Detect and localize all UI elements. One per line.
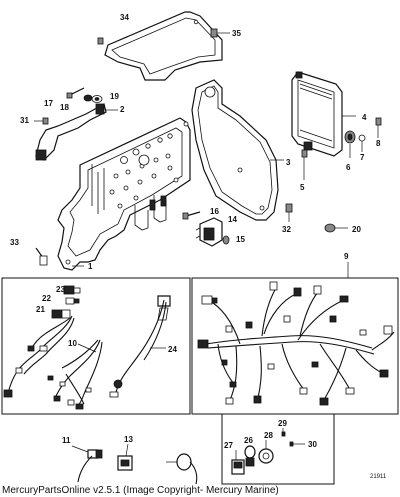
callout-26: 26 — [244, 436, 253, 445]
callout-10: 10 — [68, 339, 77, 348]
grommet-12 — [166, 453, 198, 485]
callout-22: 22 — [42, 294, 51, 303]
callout-35: 35 — [232, 29, 241, 38]
connector-22 — [65, 297, 80, 305]
callout-6: 6 — [346, 163, 351, 172]
callout-16: 16 — [210, 207, 219, 216]
bracket-34 — [104, 11, 223, 81]
screw-15 — [222, 235, 230, 245]
figure-reference: 21911 — [370, 474, 387, 480]
relay-14 — [195, 217, 223, 247]
harness-box-right — [191, 277, 399, 415]
screw-35 — [210, 28, 230, 38]
clip-29 — [281, 428, 286, 437]
harness-10 — [3, 315, 103, 410]
callout-7: 7 — [360, 153, 365, 162]
washer-18 — [83, 94, 93, 102]
relay-13 — [117, 443, 133, 471]
harness-24 — [109, 295, 171, 398]
pin-33 — [35, 247, 48, 266]
bracket-2 — [35, 103, 118, 161]
sensor-27 — [231, 450, 245, 475]
harness-box-left — [1, 277, 191, 415]
callout-5: 5 — [300, 183, 305, 192]
screw-34-left — [97, 37, 104, 45]
harness-9 — [197, 281, 395, 406]
callout-23: 23 — [56, 285, 65, 294]
callout-4: 4 — [362, 113, 367, 122]
callout-9: 9 — [344, 252, 349, 261]
module-4 — [291, 71, 356, 157]
callout-28: 28 — [264, 431, 273, 440]
sensor-26 — [244, 445, 256, 467]
callout-27: 27 — [224, 441, 233, 450]
callout-14: 14 — [228, 215, 237, 224]
sensor-box — [221, 413, 335, 485]
callout-29: 29 — [278, 419, 287, 428]
screw-30 — [289, 441, 305, 447]
callout-21: 21 — [36, 305, 45, 314]
screw-31 — [34, 117, 49, 125]
screw-32 — [285, 203, 293, 222]
mounting-plate-1 — [57, 117, 191, 271]
sensor-28 — [258, 440, 274, 464]
screw-17 — [66, 87, 85, 99]
callout-17: 17 — [44, 99, 53, 108]
screw-16 — [182, 211, 201, 220]
callout-20: 20 — [352, 225, 361, 234]
callout-13: 13 — [124, 435, 133, 444]
callout-24: 24 — [168, 345, 177, 354]
screw-8 — [375, 117, 382, 138]
callout-34: 34 — [120, 13, 129, 22]
connector-21 — [51, 309, 71, 319]
callout-11: 11 — [62, 436, 71, 445]
grommet-19 — [91, 95, 103, 103]
washer-7 — [358, 134, 366, 152]
callout-1: 1 — [88, 262, 93, 271]
callout-3: 3 — [286, 158, 291, 167]
connector-23 — [63, 285, 81, 295]
grommet-6 — [344, 130, 356, 158]
copyright-footer: MercuryPartsOnline v2.5.1 (Image Copyrig… — [2, 485, 279, 496]
screw-5 — [301, 149, 308, 180]
plug-20 — [324, 223, 348, 233]
callout-31: 31 — [20, 116, 29, 125]
callout-15: 15 — [236, 235, 245, 244]
sensor-11 — [71, 445, 103, 483]
callout-8: 8 — [376, 139, 381, 148]
side-bracket-3 — [191, 79, 284, 221]
callout-2: 2 — [120, 105, 125, 114]
callout-30: 30 — [308, 440, 317, 449]
callout-32: 32 — [282, 225, 291, 234]
callout-18: 18 — [60, 103, 69, 112]
callout-33: 33 — [10, 238, 19, 247]
callout-19: 19 — [110, 92, 119, 101]
